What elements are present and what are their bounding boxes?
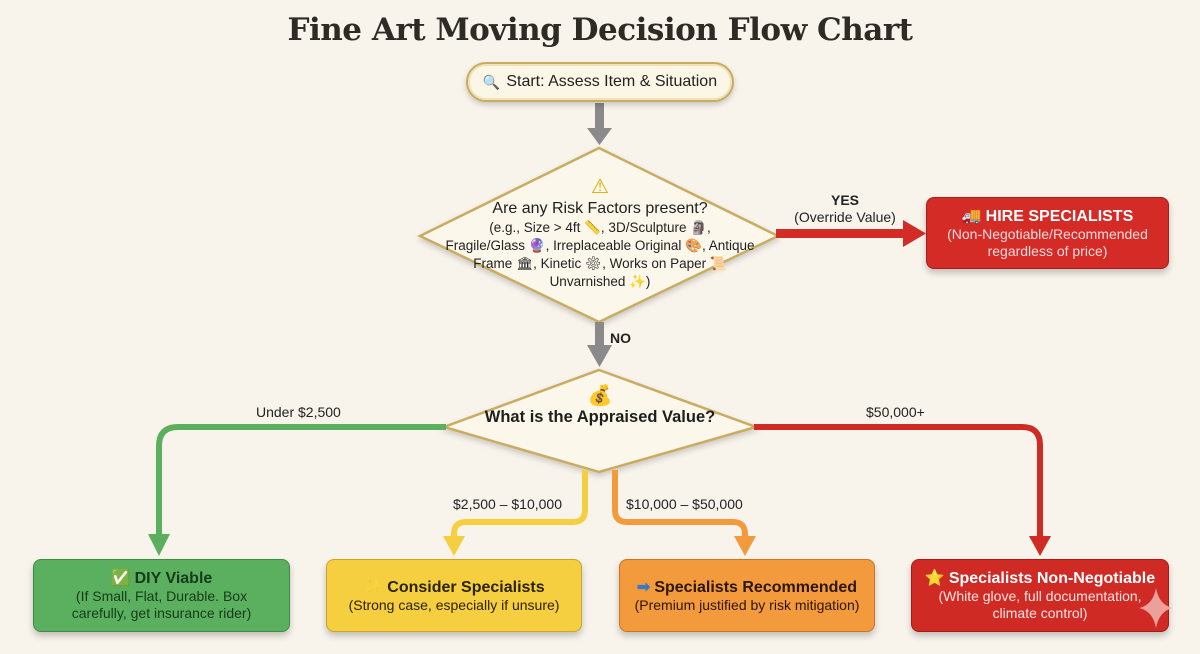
start-node: 🔍 Start: Assess Item & Situation xyxy=(466,62,734,102)
hire-line-2: regardless of price) xyxy=(987,242,1108,259)
sparkle-icon: ✨ xyxy=(363,578,384,596)
outcome-line-1: (Premium justified by risk mitigation) xyxy=(634,596,860,613)
outcome-specialists-non-negotiable: ⭐Specialists Non-Negotiable (White glove… xyxy=(911,559,1169,632)
outcome-diy-viable: ✅DIY Viable (If Small, Flat, Durable. Bo… xyxy=(33,559,290,632)
risk-examples-line-2: Fragile/Glass 🔮, Irreplaceable Original … xyxy=(445,238,755,253)
risk-question: Are any Risk Factors present? xyxy=(492,200,708,217)
edge-label-50000-plus: $50,000+ xyxy=(866,404,925,420)
outcome-line-1: (If Small, Flat, Durable. Box xyxy=(75,588,248,604)
arrow-2500-10000 xyxy=(451,470,588,540)
start-label: Start: Assess Item & Situation xyxy=(506,73,718,90)
outcome-line-1: (Strong case, especially if unsure) xyxy=(348,596,560,613)
yes-label: YES xyxy=(830,192,859,208)
edge-label-2500-10000: $2,500 – $10,000 xyxy=(453,496,562,512)
risk-decision-text: ⚠ Are any Risk Factors present? (e.g., S… xyxy=(440,176,760,290)
arrow-start-to-risk xyxy=(587,103,612,145)
edge-label-no: NO xyxy=(610,330,631,346)
value-decision-diamond xyxy=(439,368,761,474)
value-question: What is the Appraised Value? xyxy=(484,408,716,426)
magnifier-icon: 🔍 xyxy=(482,73,501,90)
override-value-label: (Override Value) xyxy=(794,209,896,225)
outcome-line-1: (White glove, full documentation, xyxy=(938,588,1142,604)
value-decision-text: 💰 What is the Appraised Value? xyxy=(470,384,730,427)
edge-label-10000-50000: $10,000 – $50,000 xyxy=(626,496,743,512)
hire-heading: HIRE SPECIALISTS xyxy=(985,207,1134,225)
arrow-10000-50000 xyxy=(612,470,748,540)
hire-line-1: (Non-Negotiable/Recommended xyxy=(947,225,1148,242)
outcome-line-2: carefully, get insurance rider) xyxy=(71,605,252,621)
outcome-line-2: climate control) xyxy=(992,605,1088,621)
risk-examples-line-3: Frame 🏛, Kinetic ⚙, Works on Paper 📜 xyxy=(473,256,727,271)
truck-icon: 🚚 xyxy=(961,207,982,225)
outcome-heading: DIY Viable xyxy=(134,570,213,587)
outcome-heading: Specialists Non-Negotiable xyxy=(948,570,1156,587)
outcome-consider-specialists: ✨Consider Specialists (Strong case, espe… xyxy=(326,559,582,632)
check-icon: ✅ xyxy=(110,570,131,587)
arrow-right-icon: ➡ xyxy=(636,578,651,596)
arrow-yes-to-hire xyxy=(776,220,926,247)
arrow-under-2500 xyxy=(156,424,446,540)
outcome-heading: Consider Specialists xyxy=(387,578,545,596)
risk-examples-line-1: (e.g., Size > 4ft 📏, 3D/Sculpture 🗿, xyxy=(489,220,711,235)
money-bag-icon: 💰 xyxy=(587,385,613,407)
risk-examples-line-4: Unvarnished ✨) xyxy=(549,274,651,289)
edge-label-under-2500: Under $2,500 xyxy=(256,404,341,420)
arrow-50000-plus xyxy=(754,424,1043,540)
arrow-no-to-value xyxy=(587,322,612,367)
warning-icon: ⚠ xyxy=(591,176,609,198)
star-icon: ⭐ xyxy=(924,570,945,587)
hire-specialists-node: 🚚HIRE SPECIALISTS (Non-Negotiable/Recomm… xyxy=(926,197,1169,269)
outcome-heading: Specialists Recommended xyxy=(654,578,858,596)
outcome-specialists-recommended: ➡Specialists Recommended (Premium justif… xyxy=(619,559,875,632)
edge-label-yes: YES (Override Value) xyxy=(790,192,900,226)
sparkle-watermark-icon xyxy=(1139,588,1173,628)
page-title: Fine Art Moving Decision Flow Chart xyxy=(287,12,913,48)
